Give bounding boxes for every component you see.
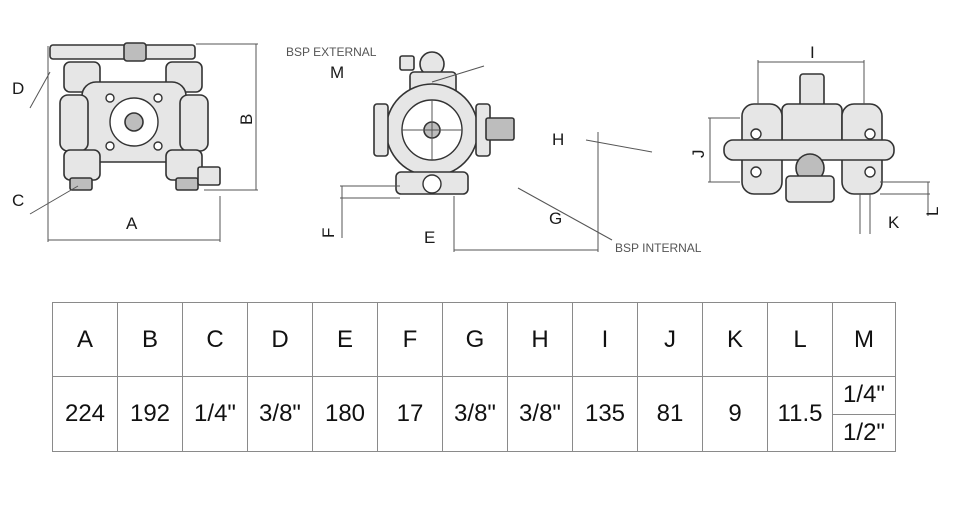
table-values-row: 224 192 1/4" 3/8" 180 17 3/8" 3/8" 135 8… <box>52 376 896 452</box>
header-cell: D <box>247 302 313 377</box>
value-cell: 3/8" <box>507 376 573 452</box>
value-cell: 3/8" <box>247 376 313 452</box>
value-cell-m: 1/4" 1/2" <box>832 376 896 452</box>
value-cell: 1/4" <box>182 376 248 452</box>
label-bsp-external: BSP EXTERNAL <box>286 45 377 59</box>
value-cell: 17 <box>377 376 443 452</box>
value-cell: 224 <box>52 376 118 452</box>
value-cell: 3/8" <box>442 376 508 452</box>
header-cell: K <box>702 302 768 377</box>
header-cell: A <box>52 302 118 377</box>
label-m: M <box>330 63 344 82</box>
pump-drawing: A B C D BSP EXTERNAL M F E H G <box>12 42 942 255</box>
label-j: J <box>689 150 708 159</box>
label-i: I <box>810 43 815 62</box>
label-f: F <box>319 228 338 238</box>
header-cell: G <box>442 302 508 377</box>
label-l: L <box>923 207 942 216</box>
header-cell: H <box>507 302 573 377</box>
dimensions-table: A B C D E F G H I J K L M 224 192 1/4" 3… <box>52 302 896 452</box>
value-cell: 9 <box>702 376 768 452</box>
m-value-internal: 1/2" <box>833 413 895 452</box>
header-cell: M <box>832 302 896 377</box>
table-header-row: A B C D E F G H I J K L M <box>52 302 896 377</box>
header-cell: L <box>767 302 833 377</box>
label-g: G <box>549 209 562 228</box>
pump-top-view <box>708 60 930 234</box>
header-cell: B <box>117 302 183 377</box>
pump-side-view <box>340 51 653 252</box>
label-e: E <box>424 228 435 247</box>
header-cell: J <box>637 302 703 377</box>
header-cell: C <box>182 302 248 377</box>
value-cell: 11.5 <box>767 376 833 452</box>
label-a: A <box>126 214 138 233</box>
header-cell: I <box>572 302 638 377</box>
value-cell: 192 <box>117 376 183 452</box>
value-cell: 180 <box>312 376 378 452</box>
label-b: B <box>237 114 256 125</box>
label-bsp-internal: BSP INTERNAL <box>615 241 702 255</box>
label-k: K <box>888 213 900 232</box>
label-h: H <box>552 130 564 149</box>
label-c: C <box>12 191 24 210</box>
header-cell: F <box>377 302 443 377</box>
m-value-external: 1/4" <box>843 381 885 409</box>
header-cell: E <box>312 302 378 377</box>
value-cell: 81 <box>637 376 703 452</box>
label-d: D <box>12 79 24 98</box>
pump-front-view <box>29 42 258 242</box>
value-cell: 135 <box>572 376 638 452</box>
